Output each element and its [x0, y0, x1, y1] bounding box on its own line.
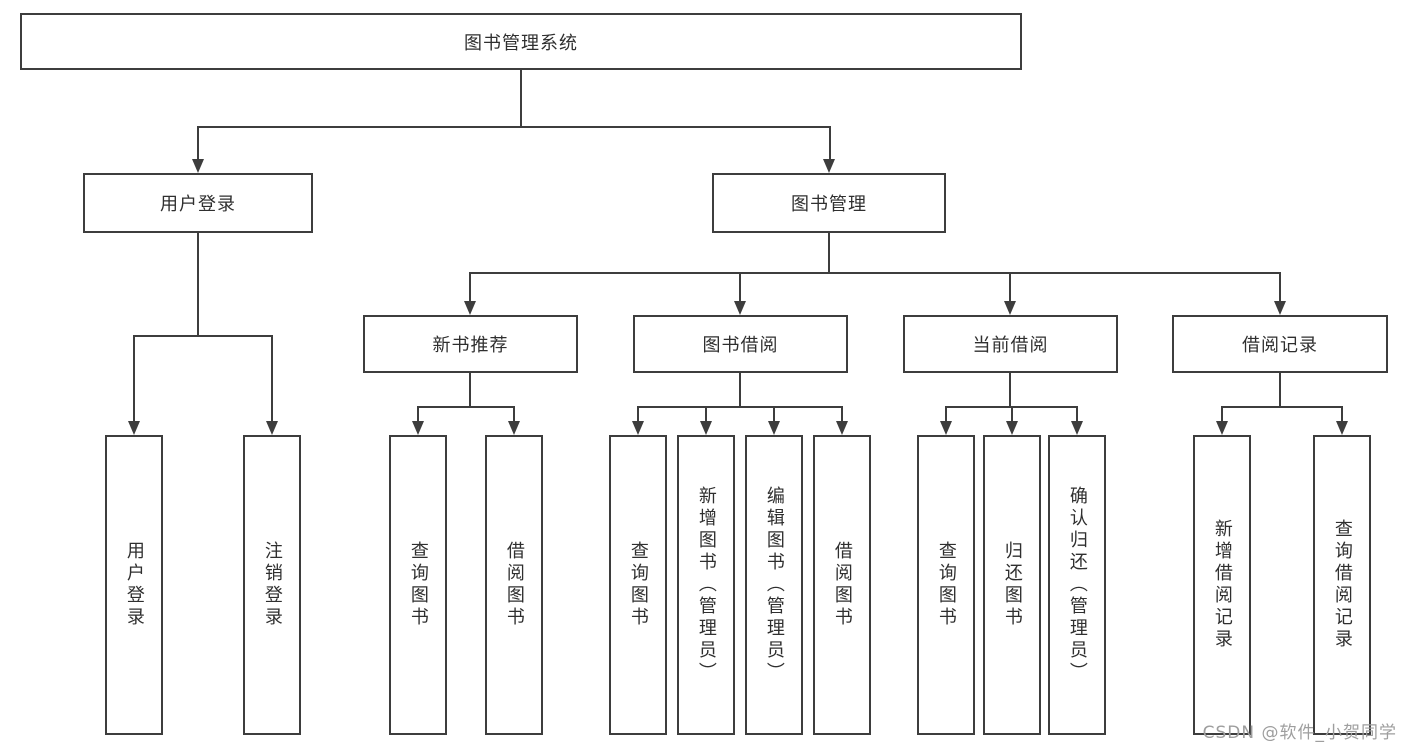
arrow-down-icon: [700, 421, 712, 435]
node-borrow-record: 借阅记录: [1172, 315, 1388, 373]
arrow-down-icon: [734, 301, 746, 315]
leaf-query-borrow-record: 查询借阅记录: [1313, 435, 1371, 735]
arrow-down-icon: [940, 421, 952, 435]
leaf-add-borrow-record: 新增借阅记录: [1193, 435, 1251, 735]
leaf-label: 新增借阅记录: [1211, 519, 1233, 651]
connector-module-horizontal: [637, 406, 843, 408]
connector-to-leaf: [841, 406, 843, 423]
arrow-down-icon: [128, 421, 140, 435]
arrow-down-icon: [768, 421, 780, 435]
arrow-down-icon: [266, 421, 278, 435]
connector-module-horizontal: [417, 406, 515, 408]
leaf-borrow-book: 借阅图书: [813, 435, 871, 735]
arrow-down-icon: [836, 421, 848, 435]
leaf-label: 借阅图书: [831, 541, 853, 629]
node-root: 图书管理系统: [20, 13, 1022, 70]
leaf-label: 编辑图书（管理员）: [763, 486, 785, 684]
connector-to-leaf: [1011, 406, 1013, 423]
leaf-query-book: 查询图书: [917, 435, 975, 735]
connector-module-stem: [1009, 373, 1011, 407]
connector-to-leaf: [705, 406, 707, 423]
leaf-label: 注销登录: [261, 541, 283, 629]
connector-to-leaf: [1076, 406, 1078, 423]
connector-to-leaf: [637, 406, 639, 423]
leaf-query-book: 查询图书: [609, 435, 667, 735]
leaf-query-book: 查询图书: [389, 435, 447, 735]
connector-book-mgmt-horizontal: [469, 272, 1281, 274]
connector-root-stem: [520, 70, 522, 128]
connector-module-stem: [469, 373, 471, 407]
connector-to-leaf: [773, 406, 775, 423]
connector-user-login-stem: [197, 233, 199, 336]
leaf-label: 查询图书: [627, 541, 649, 629]
leaf-borrow-book: 借阅图书: [485, 435, 543, 735]
node-user-login: 用户登录: [83, 173, 313, 233]
node-new-book-label: 新书推荐: [432, 335, 509, 356]
connector-to-leaf: [417, 406, 419, 423]
leaf-add-book-admin: 新增图书（管理员）: [677, 435, 735, 735]
node-book-mgmt: 图书管理: [712, 173, 946, 233]
leaf-label: 新增图书（管理员）: [695, 486, 717, 684]
leaf-return-book: 归还图书: [983, 435, 1041, 735]
connector-to-leaf: [133, 335, 135, 423]
node-book-mgmt-label: 图书管理: [791, 194, 867, 215]
arrow-down-icon: [192, 159, 204, 173]
connector-user-login-horizontal: [133, 335, 273, 337]
node-current-borrow-label: 当前借阅: [972, 335, 1049, 356]
arrow-down-icon: [1071, 421, 1083, 435]
connector-to-user-login: [197, 126, 199, 162]
connector-module-stem: [739, 373, 741, 407]
arrow-down-icon: [1274, 301, 1286, 315]
leaf-label: 查询图书: [935, 541, 957, 629]
arrow-down-icon: [1004, 301, 1016, 315]
arrow-down-icon: [632, 421, 644, 435]
connector-to-leaf: [1341, 406, 1343, 423]
arrow-down-icon: [1006, 421, 1018, 435]
connector-module-stem: [1279, 373, 1281, 407]
leaf-label: 查询图书: [407, 541, 429, 629]
connector-to-module: [739, 272, 741, 303]
leaf-confirm-return-admin: 确认归还（管理员）: [1048, 435, 1106, 735]
leaf-user-login: 用户登录: [105, 435, 163, 735]
watermark-text: CSDN @软件_小贺同学: [1202, 723, 1397, 743]
node-root-label: 图书管理系统: [464, 32, 578, 54]
arrow-down-icon: [412, 421, 424, 435]
leaf-edit-book-admin: 编辑图书（管理员）: [745, 435, 803, 735]
connector-root-horizontal: [197, 126, 831, 128]
connector-to-module: [1009, 272, 1011, 303]
connector-to-leaf: [513, 406, 515, 423]
node-borrow-record-label: 借阅记录: [1242, 335, 1318, 356]
arrow-down-icon: [1336, 421, 1348, 435]
connector-book-mgmt-stem: [828, 233, 830, 274]
arrow-down-icon: [823, 159, 835, 173]
node-new-book: 新书推荐: [363, 315, 578, 373]
connector-to-leaf: [945, 406, 947, 423]
leaf-logout: 注销登录: [243, 435, 301, 735]
connector-to-leaf: [1221, 406, 1223, 423]
connector-to-module: [1279, 272, 1281, 303]
connector-module-horizontal: [1221, 406, 1343, 408]
leaf-label: 借阅图书: [503, 541, 525, 629]
connector-to-module: [469, 272, 471, 303]
arrow-down-icon: [464, 301, 476, 315]
leaf-label: 归还图书: [1001, 541, 1023, 629]
node-book-borrow-label: 图书借阅: [702, 335, 779, 356]
arrow-down-icon: [508, 421, 520, 435]
node-user-login-label: 用户登录: [160, 194, 236, 215]
leaf-label: 用户登录: [123, 541, 145, 629]
connector-to-leaf: [271, 335, 273, 423]
node-current-borrow: 当前借阅: [903, 315, 1118, 373]
leaf-label: 查询借阅记录: [1331, 519, 1353, 651]
arrow-down-icon: [1216, 421, 1228, 435]
node-book-borrow: 图书借阅: [633, 315, 848, 373]
connector-to-book-mgmt: [829, 126, 831, 162]
leaf-label: 确认归还（管理员）: [1066, 486, 1088, 684]
